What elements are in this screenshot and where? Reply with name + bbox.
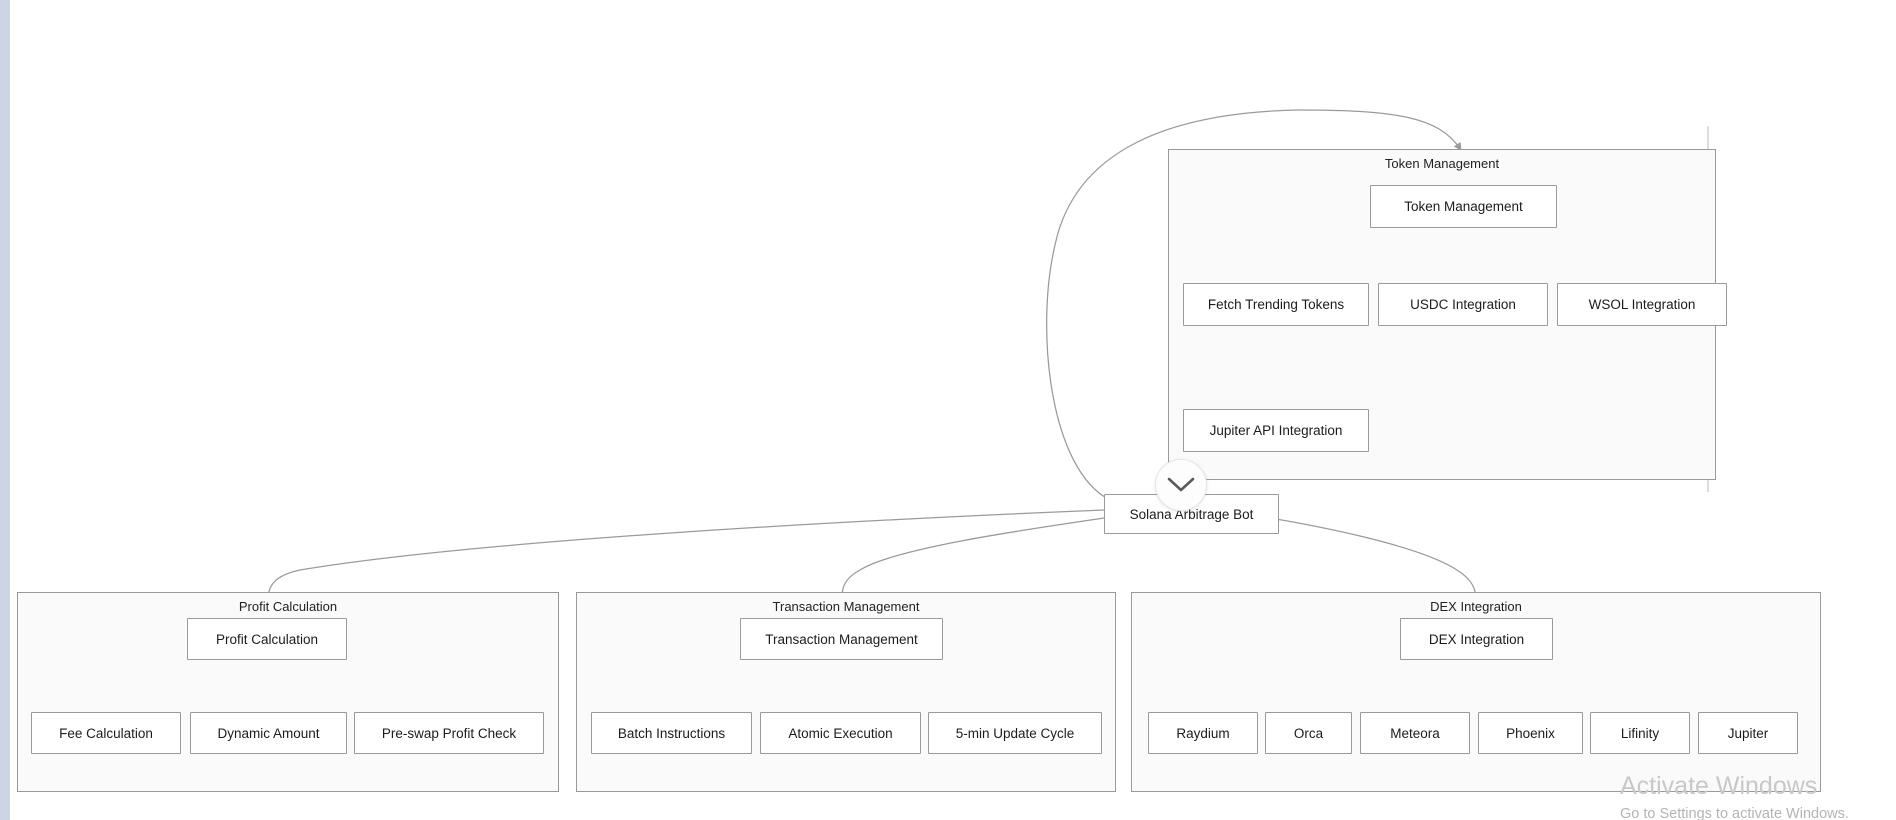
node-dynamic-amount[interactable]: Dynamic Amount (190, 712, 347, 754)
node-jupiter-api-integration[interactable]: Jupiter API Integration (1183, 409, 1369, 452)
collapse-toggle-button[interactable] (1155, 459, 1207, 511)
node-profit-calculation-head[interactable]: Profit Calculation (187, 618, 347, 660)
node-meteora[interactable]: Meteora (1360, 712, 1470, 754)
chevron-down-icon (1167, 477, 1195, 492)
node-orca[interactable]: Orca (1265, 712, 1352, 754)
cluster-title-dex-integration: DEX Integration (1430, 599, 1522, 614)
cluster-title-token-management: Token Management (1384, 156, 1500, 171)
node-batch-instructions[interactable]: Batch Instructions (591, 712, 752, 754)
watermark-subtitle: Go to Settings to activate Windows. (1620, 805, 1849, 820)
node-usdc-integration[interactable]: USDC Integration (1378, 283, 1548, 326)
cluster-title-transaction-management: Transaction Management (772, 599, 920, 614)
node-phoenix[interactable]: Phoenix (1478, 712, 1583, 754)
node-token-management-head[interactable]: Token Management (1370, 185, 1557, 228)
node-fee-calculation[interactable]: Fee Calculation (31, 712, 181, 754)
node-pre-swap-profit-check[interactable]: Pre-swap Profit Check (354, 712, 544, 754)
node-raydium[interactable]: Raydium (1148, 712, 1258, 754)
node-atomic-execution[interactable]: Atomic Execution (760, 712, 921, 754)
node-fetch-trending-tokens[interactable]: Fetch Trending Tokens (1183, 283, 1369, 326)
node-transaction-management-head[interactable]: Transaction Management (740, 618, 943, 660)
node-jupiter[interactable]: Jupiter (1698, 712, 1798, 754)
node-wsol-integration[interactable]: WSOL Integration (1557, 283, 1727, 326)
edge-root-to-profit-calculation (264, 509, 1105, 601)
left-gutter (0, 0, 10, 820)
cluster-title-profit-calculation: Profit Calculation (238, 599, 338, 614)
node-lifinity[interactable]: Lifinity (1590, 712, 1690, 754)
node-dex-integration-head[interactable]: DEX Integration (1400, 618, 1553, 660)
node-5-min-update-cycle[interactable]: 5-min Update Cycle (928, 712, 1102, 754)
edge-root-to-transaction-management (838, 511, 1146, 601)
